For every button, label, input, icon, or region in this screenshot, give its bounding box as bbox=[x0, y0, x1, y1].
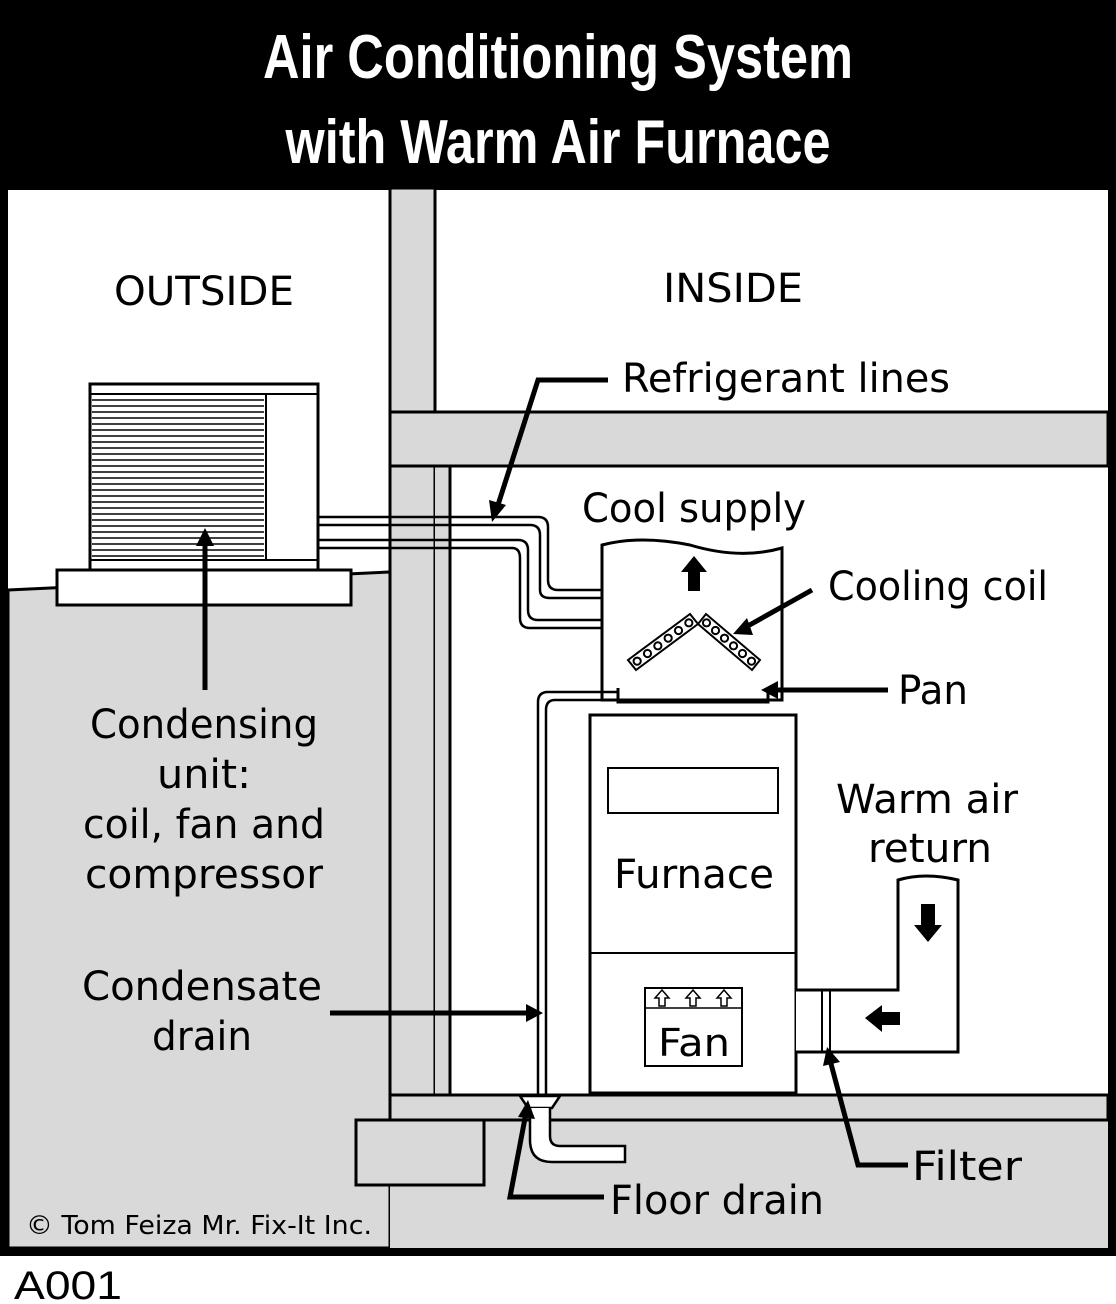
basement-slab bbox=[388, 1093, 1110, 1122]
outside-label: OUTSIDE bbox=[114, 269, 294, 315]
condensate-drain-pipe bbox=[536, 690, 618, 1095]
coil-tube bbox=[653, 641, 663, 651]
coil-tube bbox=[673, 625, 684, 636]
fan-label: Fan bbox=[658, 1021, 730, 1065]
furnace-panel bbox=[607, 767, 779, 814]
return-duct bbox=[796, 874, 960, 1054]
floor-beam bbox=[388, 410, 1110, 468]
cooling-coil bbox=[626, 612, 762, 672]
warm-air-return-label-line-1: Warm air bbox=[836, 777, 1019, 823]
cooling-coil-label: Cooling coil bbox=[828, 564, 1048, 610]
condensing-unit-label-line-4: compressor bbox=[85, 852, 324, 898]
inside-label: INSIDE bbox=[663, 266, 803, 312]
furnace-label: Furnace bbox=[614, 852, 774, 898]
title-bar bbox=[0, 0, 1116, 188]
pan-label: Pan bbox=[898, 668, 968, 714]
leader-lines bbox=[202, 377, 908, 1200]
refrigerant-lines bbox=[318, 515, 602, 630]
return-down-arrow-icon bbox=[914, 904, 942, 942]
floor-drain bbox=[517, 1094, 627, 1164]
condensing-unit-label-line-2: unit: bbox=[157, 752, 251, 798]
title-line-1: Air Conditioning System bbox=[263, 23, 853, 92]
floor-drain-label: Floor drain bbox=[610, 1178, 824, 1224]
footing bbox=[354, 1118, 486, 1187]
condenser-fins bbox=[92, 399, 264, 557]
filter-label: Filter bbox=[912, 1144, 1023, 1190]
leader-arrowheads bbox=[196, 500, 840, 1119]
coil-tube bbox=[728, 641, 739, 651]
figure-code: A001 bbox=[14, 1264, 122, 1304]
basement-floor bbox=[390, 1118, 1108, 1248]
return-left-arrow-icon bbox=[865, 1005, 900, 1032]
fan-arrows-icon bbox=[653, 988, 733, 1007]
cool-supply-label: Cool supply bbox=[582, 486, 806, 532]
condensing-unit-label-line-1: Condensing bbox=[90, 702, 318, 748]
foundation-wall bbox=[388, 186, 437, 1120]
condensate-drain-label-line-1: Condensate bbox=[82, 964, 322, 1010]
refrigerant-lines-label: Refrigerant lines bbox=[622, 356, 950, 402]
coil-tube bbox=[663, 633, 673, 643]
outside-ground bbox=[6, 570, 392, 1250]
warm-air-return-label-line-2: return bbox=[868, 826, 992, 872]
coil-tube bbox=[642, 648, 653, 659]
coil-tube bbox=[701, 618, 712, 628]
coil-tube bbox=[746, 656, 757, 666]
condensing-unit-label-line-3: coil, fan and bbox=[83, 802, 325, 848]
title-line-2: with Warm Air Furnace bbox=[285, 108, 831, 177]
coil-tube bbox=[737, 648, 748, 659]
coil-tube bbox=[684, 618, 694, 628]
coil-tube bbox=[632, 656, 642, 666]
copyright: © Tom Feiza Mr. Fix-It Inc. bbox=[26, 1211, 372, 1241]
coil-tubes bbox=[632, 618, 757, 666]
condensate-drain-label-line-2: drain bbox=[152, 1014, 252, 1060]
coil-tube bbox=[719, 633, 730, 643]
coil-tube bbox=[710, 625, 721, 636]
drain-pan bbox=[616, 688, 770, 704]
cool-supply-arrow-icon bbox=[681, 556, 707, 591]
